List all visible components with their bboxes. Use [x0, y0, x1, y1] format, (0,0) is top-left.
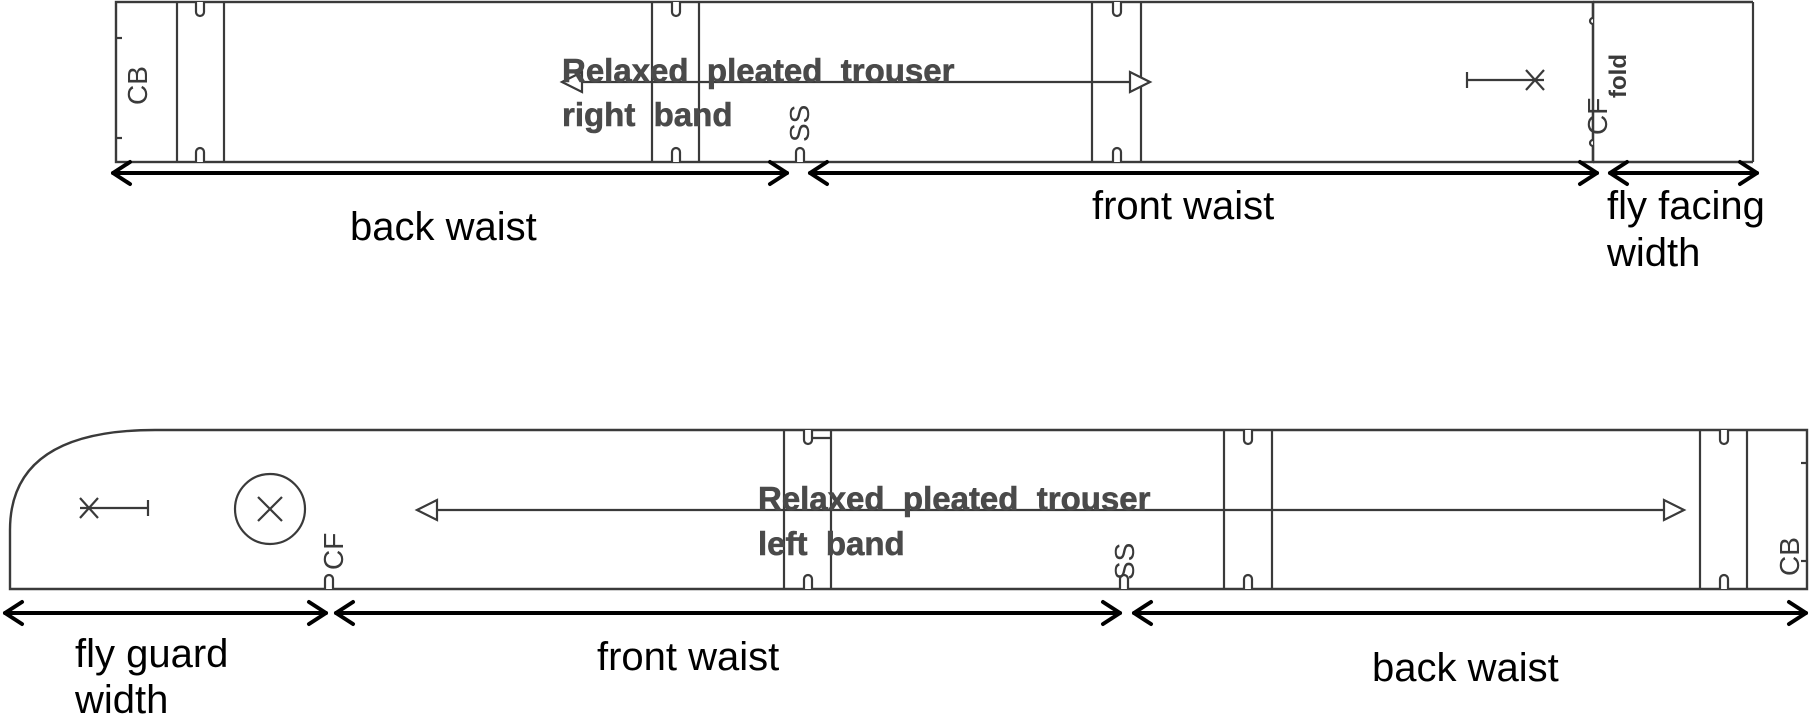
right-band-back-waist-arrow	[111, 160, 789, 186]
left-band-grainline	[414, 498, 1687, 522]
right-band-cf-mark: CF	[1582, 98, 1613, 135]
right-band-notch	[194, 2, 206, 18]
right-band-fly-facing-arrow	[1608, 160, 1759, 186]
right-band-ss-notch	[794, 146, 806, 162]
left-band-front-waist-arrow	[334, 600, 1122, 626]
right-band-fold-mark: fold	[1605, 54, 1632, 98]
left-band-fly-guard-label-line2: width	[74, 678, 168, 718]
right-band-buttonhole-mark	[1465, 69, 1545, 91]
left-band-buttonhole-mark	[79, 497, 150, 519]
left-band-notch	[1718, 573, 1730, 589]
right-band-cb-mark: CB	[122, 66, 153, 105]
right-band-front-waist-arrow	[808, 160, 1599, 186]
left-band-fly-guard-arrow	[3, 600, 328, 626]
left-band-back-waist-arrow	[1132, 600, 1808, 626]
right-band-fly-facing-label-line2: width	[1606, 231, 1700, 275]
right-band-cf-notch	[1588, 2, 1595, 162]
right-band-back-waist-label: back waist	[350, 205, 537, 249]
left-band-notch	[1242, 573, 1254, 589]
right-band-front-waist-label: front waist	[1092, 184, 1274, 228]
left-band-title-line2: left band	[758, 525, 905, 562]
left-band-title-line1: Relaxed pleated trouser	[758, 480, 1151, 517]
left-band-dimensions: fly guard width front waist back waist	[3, 600, 1808, 718]
right-band-notch	[670, 146, 682, 162]
left-band-back-waist-label: back waist	[1372, 646, 1559, 690]
left-band-outline	[8, 428, 1809, 591]
right-band-notch	[1111, 2, 1123, 18]
right-band-title-line1: Relaxed pleated trouser	[562, 52, 955, 89]
left-band-button-mark	[233, 472, 307, 546]
left-band-notch	[1242, 430, 1254, 446]
right-band-notch	[194, 146, 206, 162]
right-band-grainline	[559, 70, 1153, 94]
right-band-dimensions: back waist front waist fly facing width	[111, 160, 1765, 275]
right-band-fly-facing-label-line1: fly facing	[1607, 184, 1765, 228]
left-band-notch	[802, 430, 814, 446]
left-band-cf-notch	[323, 573, 335, 589]
left-band-notch	[802, 573, 814, 589]
right-band-notch	[1111, 146, 1123, 162]
left-band-piece: Relaxed pleated trouser left band CF SS …	[8, 428, 1809, 591]
left-band-cf-mark: CF	[318, 533, 349, 570]
left-band-fly-guard-label-line1: fly guard	[75, 632, 228, 676]
left-band-cb-mark: CB	[1774, 537, 1805, 576]
left-band-notch	[1718, 430, 1730, 446]
right-band-piece: Relaxed pleated trouser right band CB SS…	[114, 0, 1755, 164]
left-band-ss-notch	[1118, 573, 1130, 589]
left-band-front-waist-label: front waist	[597, 635, 779, 679]
right-band-ss-mark: SS	[784, 105, 815, 142]
left-band-ss-mark: SS	[1109, 543, 1140, 580]
right-band-notch	[670, 2, 682, 18]
right-band-title-line2: right band	[562, 96, 732, 133]
